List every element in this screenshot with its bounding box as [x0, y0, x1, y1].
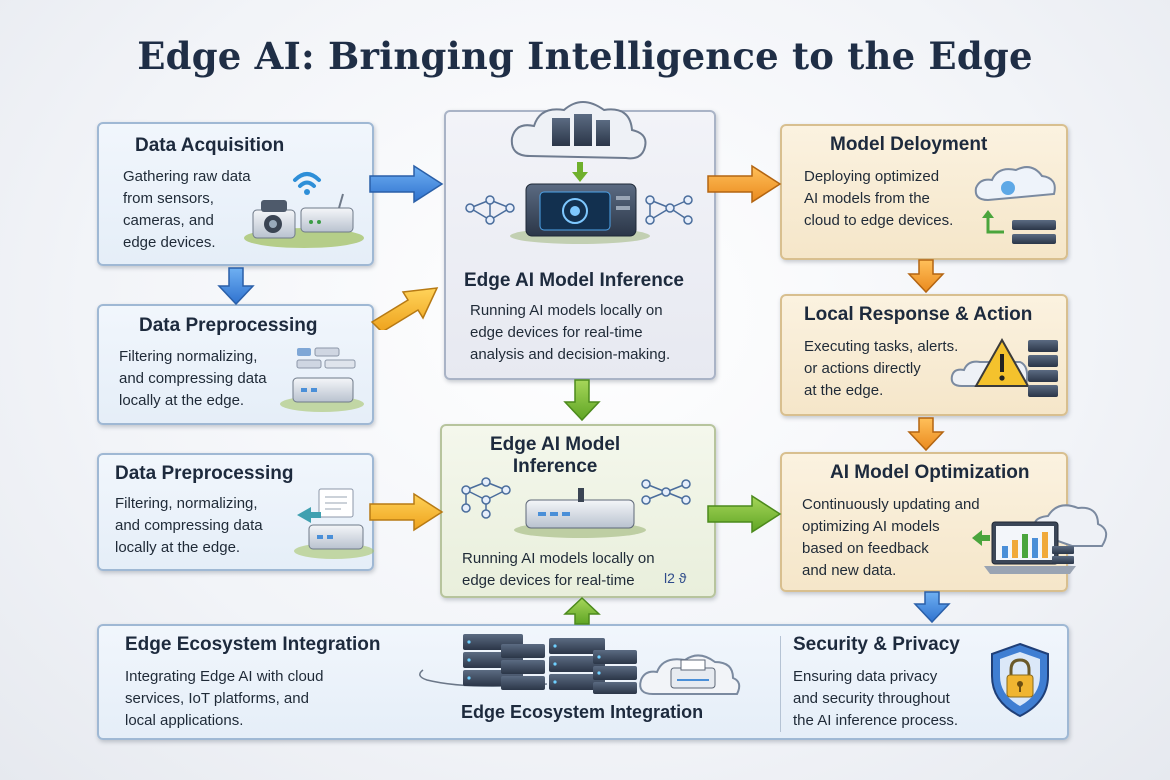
laptop-chart-icon — [972, 504, 1108, 574]
data-preprocessing-desc-2: Filtering, normalizing, and compressing … — [115, 495, 263, 556]
inference-mid-box: Edge AI Model Inference Running AI model… — [440, 424, 716, 598]
arrow-inference-top-to-mid — [563, 379, 601, 422]
ecosystem-divider — [780, 636, 781, 732]
inference-top-title: Edge AI Model Inference — [464, 270, 684, 291]
arrow-acquisition-to-inference — [369, 164, 444, 204]
local-response-desc: Executing tasks, alerts. or actions dire… — [804, 338, 959, 399]
data-preprocessing-title-2: Data Preprocessing — [115, 463, 294, 484]
data-preprocessing-title-1: Data Preprocessing — [139, 315, 318, 336]
warning-alert-server-icon — [950, 337, 1058, 397]
cloud-deploy-icon — [974, 166, 1056, 244]
data-preprocessing-desc-1: Filtering normalizing, and compressing d… — [119, 348, 267, 409]
arrow-preprocessing2-to-inference-mid — [369, 492, 444, 532]
model-deployment-title: Model Deloyment — [830, 134, 988, 155]
data-preprocessing-box-2: Data Preprocessing Filtering, normalizin… — [97, 453, 374, 571]
inference-mid-desc: Running AI models locally on edge device… — [462, 550, 655, 589]
edge-gateway-network-icon — [461, 477, 691, 538]
arrow-acquisition-to-preprocessing — [217, 267, 255, 306]
server-rack-cloud-icon — [419, 634, 741, 695]
arrow-preprocessing-to-inference — [370, 287, 439, 330]
inference-top-desc: Running AI models locally on edge device… — [470, 302, 671, 363]
arrow-optimization-to-security — [913, 591, 951, 624]
model-deployment-box: Model Deloyment Deploying optimized AI m… — [780, 124, 1068, 260]
local-response-title: Local Response & Action — [804, 304, 1033, 325]
inference-mid-title: Edge AI Model Inference — [490, 434, 621, 477]
model-optimization-title: AI Model Optimization — [830, 462, 1030, 483]
security-desc: Ensuring data privacy and security throu… — [793, 668, 959, 729]
arrow-ecosystem-to-inference-mid — [563, 596, 601, 625]
inference-top-box: Edge AI Model Inference Running AI model… — [444, 101, 716, 380]
ecosystem-caption: Edge Ecosystem Integration — [461, 702, 704, 722]
data-acquisition-title: Data Acquisition — [135, 135, 285, 156]
ecosystem-box: Edge Ecosystem Integration Integrating E… — [97, 624, 1069, 740]
model-deployment-desc: Deploying optimized AI models from the c… — [804, 168, 954, 229]
data-acquisition-box: Data Acquisition Gathering raw data from… — [97, 122, 374, 266]
model-optimization-desc: Continuously updating and optimizing AI … — [802, 496, 980, 579]
ecosystem-title: Edge Ecosystem Integration — [125, 634, 381, 655]
data-preprocessing-box-1: Data Preprocessing Filtering normalizing… — [97, 304, 374, 425]
filter-documents-device-icon — [294, 488, 374, 559]
shield-lock-icon — [991, 642, 1049, 718]
arrow-response-to-optimization — [907, 417, 945, 452]
arrow-inference-mid-to-optimization — [707, 494, 782, 534]
security-title: Security & Privacy — [793, 634, 960, 655]
ecosystem-desc: Integrating Edge AI with cloud services,… — [125, 668, 324, 729]
arrow-deployment-to-response — [907, 259, 945, 294]
page-title: Edge AI: Bringing Intelligence to the Ed… — [137, 34, 1033, 78]
edge-ai-chip-icon — [465, 101, 693, 244]
data-acquisition-desc: Gathering raw data from sensors, cameras… — [123, 168, 251, 251]
filter-device-icon — [280, 347, 364, 412]
model-optimization-box: AI Model Optimization Continuously updat… — [780, 452, 1108, 592]
arrow-inference-to-deployment — [707, 164, 782, 204]
local-response-box: Local Response & Action Executing tasks,… — [780, 294, 1068, 416]
sensors-camera-router-icon — [244, 172, 364, 248]
inference-mid-scribble: l2 ϑ — [664, 570, 687, 586]
